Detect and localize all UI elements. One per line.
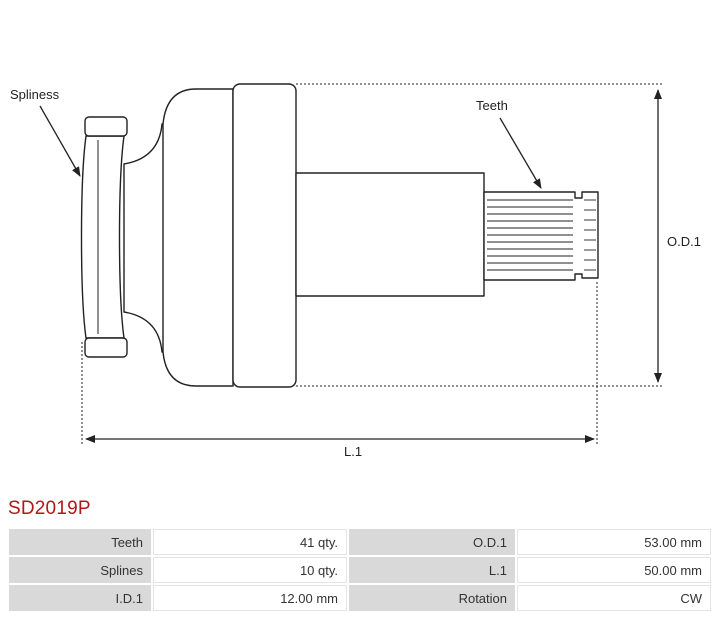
neck <box>123 123 165 353</box>
spec-value: 50.00 mm <box>517 557 711 583</box>
shaft <box>295 172 485 297</box>
splines-label: Spliness <box>10 87 60 102</box>
teeth-leader-arrow <box>499 117 542 189</box>
pinion-teeth-lines <box>487 199 596 271</box>
splines-leader-arrow <box>39 105 81 177</box>
pinion-gear <box>483 191 599 281</box>
spec-key: O.D.1 <box>349 529 515 555</box>
starter-drive-diagram: Spliness Teeth O.D.1 L.1 <box>10 83 701 459</box>
housing <box>162 88 234 387</box>
spec-key: Splines <box>9 557 151 583</box>
spec-key: I.D.1 <box>9 585 151 611</box>
spec-key: L.1 <box>349 557 515 583</box>
spec-value: 10 qty. <box>153 557 347 583</box>
table-row: Teeth 41 qty. O.D.1 53.00 mm <box>9 529 711 555</box>
table-row: Splines 10 qty. L.1 50.00 mm <box>9 557 711 583</box>
spec-key: Rotation <box>349 585 515 611</box>
drive-body <box>80 83 599 388</box>
spec-value: 53.00 mm <box>517 529 711 555</box>
od-label: O.D.1 <box>667 234 701 249</box>
spec-key: Teeth <box>9 529 151 555</box>
collar-ring <box>80 135 125 339</box>
dimension-extension-lines <box>81 83 664 444</box>
collar-bottom-cap <box>84 337 128 358</box>
spec-value: 12.00 mm <box>153 585 347 611</box>
clutch-flange <box>232 83 297 388</box>
part-code-title: SD2019P <box>8 498 91 519</box>
collar-top-cap <box>84 116 128 137</box>
spec-table: Teeth 41 qty. O.D.1 53.00 mm Splines 10 … <box>7 527 713 613</box>
length-label: L.1 <box>344 444 362 459</box>
teeth-label: Teeth <box>476 98 508 113</box>
spec-value: 41 qty. <box>153 529 347 555</box>
table-row: I.D.1 12.00 mm Rotation CW <box>9 585 711 611</box>
spec-value: CW <box>517 585 711 611</box>
